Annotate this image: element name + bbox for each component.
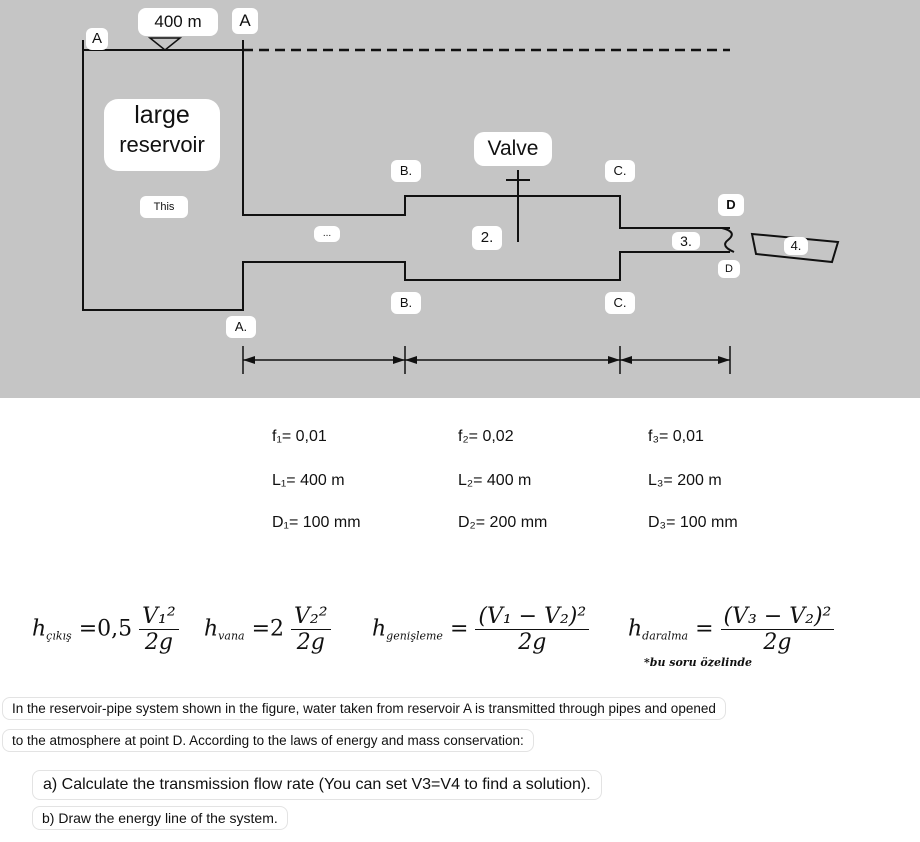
formula-h-gen-sub: genişleme	[386, 629, 443, 643]
formula-h-gen-frac: (V₁ − V₂)² 2g	[475, 604, 590, 655]
dimension-arrow-2	[393, 356, 405, 364]
outlet-label: 4.	[784, 237, 808, 255]
formula-h-vana-den: 2g	[296, 630, 325, 655]
label-b-top: B.	[391, 160, 421, 182]
dimension-arrow-5	[620, 356, 632, 364]
pipe1-label: ...	[314, 226, 340, 242]
reservoir-note: This	[140, 196, 188, 218]
dimension-arrow-3	[405, 356, 417, 364]
param-d3: D₃= 100 mm	[648, 514, 738, 531]
free-surface-marker	[147, 37, 183, 51]
dimension-arrow-4	[608, 356, 620, 364]
reservoir-title: large reservoir	[104, 99, 220, 171]
formula-h-cikis-coef: =0,5	[78, 616, 133, 642]
label-a-left: A	[86, 28, 108, 50]
outlet-jet	[750, 232, 840, 264]
param-d2: D₂= 200 mm	[458, 514, 548, 531]
formula-h-genisleme: hgenişleme = (V₁ − V₂)² 2g	[372, 604, 590, 655]
formula-h-vana-sub: vana	[218, 629, 245, 643]
param-f3: f₃= 0,01	[648, 428, 704, 445]
label-c-bottom: C.	[605, 292, 635, 314]
question-b: b) Draw the energy line of the system.	[32, 806, 288, 830]
formula-h-gen-eq: =	[449, 616, 469, 642]
reservoir-title-line2: reservoir	[119, 132, 205, 157]
problem-text-line1: In the reservoir-pipe system shown in th…	[2, 697, 726, 720]
formula-h-vana-frac: V₂² 2g	[291, 604, 331, 655]
param-f1: f₁= 0,01	[272, 428, 327, 445]
formula-h-daralma: hdaralma = (V₃ − V₂)² 2g	[628, 604, 835, 655]
outlet-nozzle	[721, 227, 735, 253]
label-d-bottom: D	[718, 260, 740, 278]
formula-h-dar-den: 2g	[763, 630, 792, 655]
formula-h-dar-note: *bu soru özelinde	[644, 656, 753, 669]
label-a-bottom: A.	[226, 316, 256, 338]
formula-h-cikis-den: 2g	[144, 630, 173, 655]
formula-h-dar-eq: =	[695, 616, 714, 642]
formula-h-dar-num: (V₃ − V₂)²	[720, 604, 835, 630]
label-c-top: C.	[605, 160, 635, 182]
formula-h-dar-symbol: h	[628, 616, 643, 642]
formula-h-dar-frac: (V₃ − V₂)² 2g	[720, 604, 835, 655]
label-elevation: 400 m	[138, 8, 218, 36]
formula-h-gen-symbol: h	[372, 616, 387, 642]
formula-h-vana-num: V₂²	[291, 604, 331, 630]
param-f2: f₂= 0,02	[458, 428, 514, 445]
formula-h-vana: hvana =2 V₂² 2g	[204, 604, 331, 655]
question-a: a) Calculate the transmission flow rate …	[32, 770, 602, 800]
pipe2-label: 2.	[472, 226, 502, 250]
pipe3-label: 3.	[672, 232, 700, 250]
pipe-upper-outline	[242, 40, 730, 229]
reservoir-pipe-diagram	[82, 37, 840, 374]
label-a-right: A	[232, 8, 258, 34]
formula-h-cikis-sub: çıkış	[46, 629, 72, 643]
label-b-bottom: B.	[391, 292, 421, 314]
problem-text-line2: to the atmosphere at point D. According …	[2, 729, 534, 752]
param-l3: L₃= 200 m	[648, 472, 722, 489]
reservoir-outline	[82, 40, 730, 311]
valve-label: Valve	[474, 132, 552, 166]
formula-h-dar-sub: daralma	[642, 629, 689, 643]
param-l1: L₁= 400 m	[272, 472, 345, 489]
formula-h-cikis: hçıkış =0,5 V₁² 2g	[32, 604, 179, 655]
formula-h-cikis-symbol: h	[32, 616, 47, 642]
formula-h-cikis-num: V₁²	[139, 604, 179, 630]
reservoir-title-line1: large	[134, 101, 190, 129]
dimension-arrow-6	[718, 356, 730, 364]
formula-h-gen-num: (V₁ − V₂)²	[475, 604, 590, 630]
dimension-arrow-1	[243, 356, 255, 364]
formula-h-cikis-frac: V₁² 2g	[139, 604, 179, 655]
param-d1: D₁= 100 mm	[272, 514, 361, 531]
formula-h-gen-den: 2g	[518, 630, 547, 655]
param-l2: L₂= 400 m	[458, 472, 532, 489]
formula-h-vana-symbol: h	[204, 616, 219, 642]
label-d-top: D	[718, 194, 744, 216]
formula-h-vana-coef: =2	[251, 616, 285, 642]
